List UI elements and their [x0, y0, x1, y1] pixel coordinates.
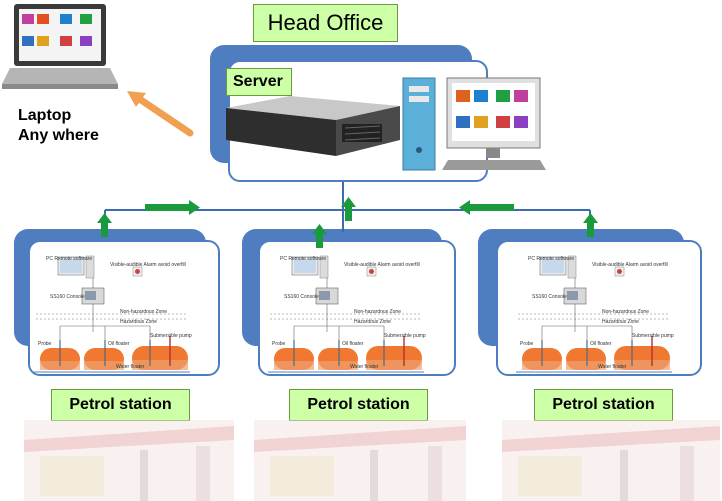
st3-console: SS160 Console	[532, 294, 567, 300]
st1-oil-floater: Oil floater	[108, 341, 130, 347]
laptop-label: Laptop Any where	[18, 106, 99, 146]
petrol-station-photo-3	[502, 420, 720, 501]
st1-alarm: Visible-audible Alarm avoid overfill	[110, 262, 186, 268]
station-label-2: Petrol station	[289, 389, 428, 421]
st3-probe: Probe	[520, 341, 534, 347]
laptop-label-line1: Laptop	[18, 107, 72, 124]
head-office-label: Head Office	[253, 4, 398, 42]
petrol-station-photo-2	[254, 420, 466, 501]
st1-probe: Probe	[38, 341, 52, 347]
st2-hazard: Hazardous Zone	[354, 319, 391, 325]
monitor-icon	[442, 77, 546, 170]
green-arrows	[97, 197, 598, 248]
st3-non-hazard: Non-hazardous Zone	[602, 309, 649, 315]
orange-arrow-head	[127, 91, 146, 107]
st1-console: SS160 Console	[50, 294, 85, 300]
st2-probe: Probe	[272, 341, 286, 347]
st1-hazard: Hazardous Zone	[120, 319, 157, 325]
station-label-3: Petrol station	[534, 389, 673, 421]
station-label-1: Petrol station	[51, 389, 190, 421]
st2-submersible: Submersible pump	[384, 333, 426, 339]
st3-pc-remote: PC Remote software	[528, 256, 574, 262]
st1-pc-remote: PC Remote software	[46, 256, 92, 262]
petrol-station-photo-1	[24, 420, 234, 501]
st1-submersible: Submersible pump	[150, 333, 192, 339]
st2-pc-remote: PC Remote software	[280, 256, 326, 262]
server-rack-icon	[226, 96, 400, 156]
laptop-icon	[2, 4, 118, 89]
server-label: Server	[226, 68, 292, 96]
st2-console: SS160 Console	[284, 294, 319, 300]
st1-water-floater: Water floater	[116, 364, 145, 370]
st2-non-hazard: Non-hazardous Zone	[354, 309, 401, 315]
laptop-label-line2: Any where	[18, 127, 99, 144]
orange-arrow-shaft	[134, 94, 194, 137]
st2-water-floater: Water floater	[350, 364, 379, 370]
st1-non-hazard: Non-hazardous Zone	[120, 309, 167, 315]
st3-oil-floater: Oil floater	[590, 341, 612, 347]
st3-hazard: Hazardous Zone	[602, 319, 639, 325]
st3-water-floater: Water floater	[598, 364, 627, 370]
st3-alarm: Visible-audible Alarm avoid overfill	[592, 262, 668, 268]
pc-tower-icon	[402, 77, 436, 171]
st2-oil-floater: Oil floater	[342, 341, 364, 347]
st3-submersible: Submersible pump	[632, 333, 674, 339]
st2-alarm: Visible-audible Alarm avoid overfill	[344, 262, 420, 268]
